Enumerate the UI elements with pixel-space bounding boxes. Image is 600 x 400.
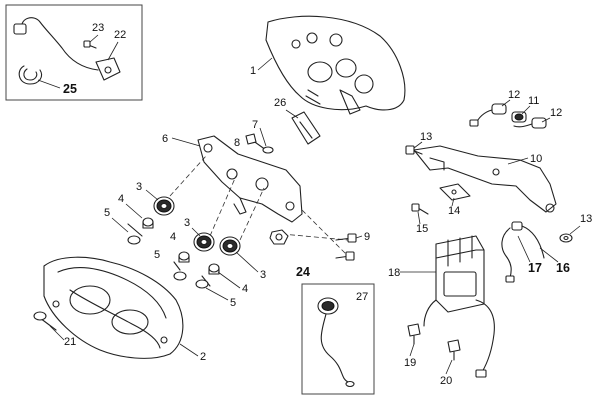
- screw-19: [407, 323, 421, 345]
- callout-22: 22: [114, 29, 126, 41]
- callout-13: 13: [420, 131, 432, 143]
- callout-18: 18: [388, 267, 400, 279]
- callout-17: 17: [528, 261, 542, 275]
- inset-box-connector: [301, 283, 375, 395]
- screw-5b: [173, 261, 187, 281]
- callout-9: 9: [364, 231, 370, 243]
- instrument-rear-cover: [43, 256, 184, 359]
- callout-12: 12: [550, 107, 562, 119]
- callout-19: 19: [404, 357, 416, 369]
- callout-5: 5: [104, 207, 110, 219]
- screw-5a: [127, 223, 143, 245]
- assembly-line: [239, 187, 265, 241]
- callout-20: 20: [440, 375, 452, 387]
- callout-21: 21: [64, 336, 76, 348]
- small-bracket-14: [439, 183, 471, 201]
- support-bracket-10: [413, 145, 557, 213]
- callout-3: 3: [184, 217, 190, 229]
- clip-ring: [18, 65, 43, 85]
- screw-9b: [335, 251, 355, 261]
- grommet-3c: [219, 236, 241, 256]
- callout-4: 4: [118, 193, 124, 205]
- control-unit-18: [423, 235, 495, 378]
- callout-11: 11: [528, 95, 539, 107]
- callout-4: 4: [242, 283, 248, 295]
- callout-27: 27: [356, 291, 368, 303]
- callout-24: 24: [296, 265, 310, 279]
- nut-24: [269, 229, 289, 245]
- callout-15: 15: [416, 223, 428, 235]
- wiring-16: [501, 221, 545, 283]
- callout-10: 10: [530, 153, 542, 165]
- assembly-line: [301, 209, 349, 257]
- callout-12: 12: [508, 89, 520, 101]
- assembly-line: [281, 233, 349, 241]
- screw-5c: [195, 275, 211, 289]
- callout-14: 14: [448, 205, 460, 217]
- callout-5: 5: [154, 249, 160, 261]
- inset-box-sensor: [5, 4, 143, 101]
- callout-26: 26: [274, 97, 286, 109]
- screw-9a: [335, 233, 357, 243]
- callout-3: 3: [260, 269, 266, 281]
- assembly-line: [209, 175, 237, 237]
- instrument-cluster: [265, 15, 406, 115]
- callout-4: 4: [170, 231, 176, 243]
- bracket-26: [291, 111, 321, 145]
- callout-2: 2: [200, 351, 206, 363]
- callout-25: 25: [63, 82, 77, 96]
- callout-23: 23: [92, 22, 104, 34]
- callout-5: 5: [230, 297, 236, 309]
- screw-20: [447, 339, 461, 361]
- bolt-13a: [405, 145, 423, 155]
- grommet-3b: [193, 232, 215, 252]
- speed-sensor-assembly: [13, 17, 121, 81]
- callout-16: 16: [556, 261, 570, 275]
- spacer-4b: [178, 251, 190, 263]
- washer-7: [262, 146, 274, 154]
- callout-1: 1: [250, 65, 256, 77]
- callout-3: 3: [136, 181, 142, 193]
- switch-11: [511, 111, 527, 123]
- connector-27: [317, 297, 355, 388]
- spacer-4c: [208, 263, 220, 275]
- washer-13b: [559, 233, 573, 243]
- spacer-4a: [142, 217, 154, 229]
- switch-12b: [513, 117, 547, 129]
- assembly-line: [169, 155, 207, 197]
- screw-21: [33, 311, 57, 331]
- callout-6: 6: [162, 133, 168, 145]
- screw-15: [411, 203, 429, 215]
- callout-13: 13: [580, 213, 592, 225]
- mounting-bracket: [197, 135, 303, 223]
- callout-7: 7: [252, 119, 258, 131]
- switch-12a: [469, 103, 507, 127]
- callout-8: 8: [234, 137, 240, 149]
- grommet-3a: [153, 196, 175, 216]
